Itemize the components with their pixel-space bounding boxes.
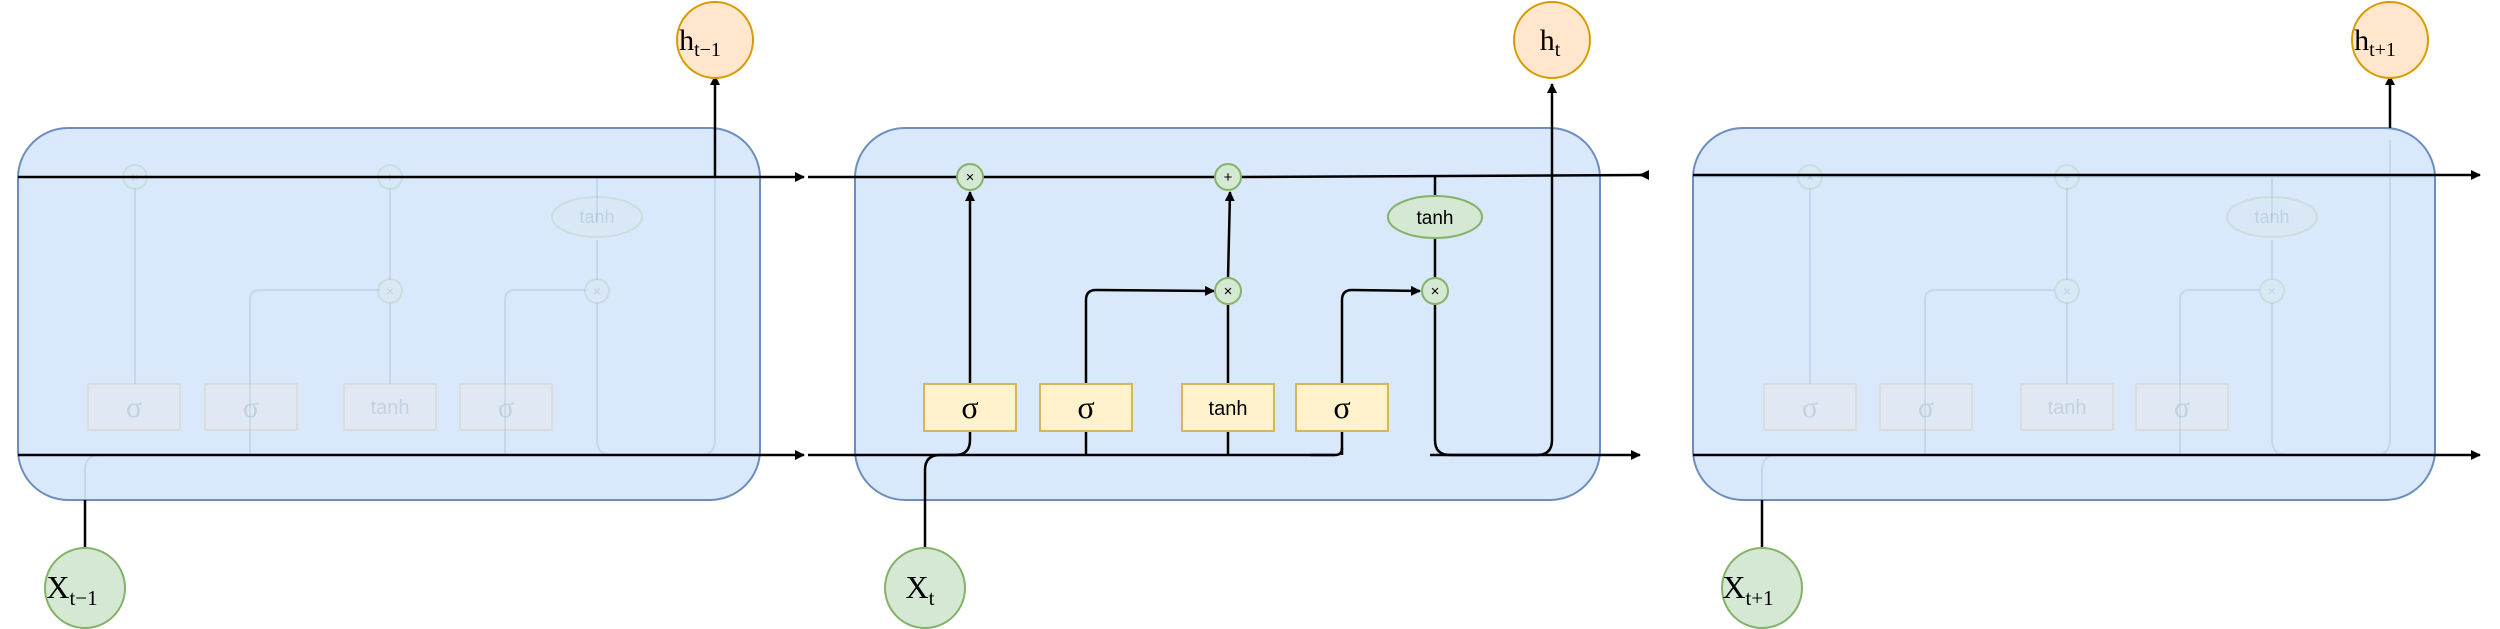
output-node-curr [1513, 1, 1591, 79]
multiply-to-add [1224, 191, 1235, 280]
op-tanh-label: tanh [1417, 208, 1454, 229]
gate-forget-next: σ [1802, 391, 1818, 424]
gate-input-box [1039, 383, 1133, 432]
output-node-next [2351, 1, 2429, 79]
gate-forget: σ [961, 389, 978, 425]
op-tanh-prev: tanh [579, 207, 614, 227]
input-node-curr [884, 547, 966, 629]
input-label-next: Xt+1 [1722, 569, 1773, 610]
gate-candidate-prev: tanh [371, 397, 410, 419]
cell-box [17, 127, 761, 501]
output-node-prev [676, 1, 754, 79]
output-label-curr: ht [1540, 24, 1561, 61]
gate-input-next: σ [1918, 391, 1934, 424]
tanh-node [1387, 195, 1483, 239]
multiply-forget-node [956, 163, 984, 191]
input-line-curr [923, 432, 972, 548]
gate-candidate-next: tanh [2048, 397, 2087, 419]
op-multiply-next-3: × [2268, 283, 2276, 299]
gate-output-prev: σ [498, 391, 514, 424]
op-multiply-prev-2: × [386, 283, 394, 299]
gate-forget-box [923, 383, 1017, 432]
gate-candidate: tanh [1209, 398, 1248, 420]
multiply-output-node [1421, 277, 1449, 305]
input-nodes: Xt−1 Xt Xt+1 [44, 547, 1803, 629]
add-node [1214, 163, 1242, 191]
op-tanh-next: tanh [2254, 207, 2289, 227]
input-node-prev [44, 547, 126, 629]
gate-forget-prev: σ [126, 391, 142, 424]
gate-output: σ [1333, 389, 1350, 425]
connections [18, 75, 2481, 548]
op-multiply-label: × [966, 169, 975, 186]
input-label-curr: Xt [906, 569, 935, 610]
output-label-next: ht+1 [2354, 24, 2396, 61]
multiply-input-node [1214, 277, 1242, 305]
input-to-multiply [1084, 285, 1215, 455]
op-multiply-next-1: × [1806, 169, 1814, 185]
op-add-label: + [1224, 169, 1233, 186]
output-nodes: ht−1 ht ht+1 [676, 1, 2429, 79]
op-multiply-output-label: × [1431, 283, 1440, 300]
output-label-prev: ht−1 [679, 24, 721, 61]
op-multiply-next-2: × [2063, 283, 2071, 299]
ht-path [1433, 83, 1557, 457]
input-node-next [1721, 547, 1803, 629]
center-ops: × + × × tanh [956, 163, 1483, 305]
gate-input-prev: σ [243, 391, 259, 424]
gate-candidate-box [1181, 383, 1275, 432]
output-to-multiply [1340, 285, 1421, 455]
gate-output-box [1295, 383, 1389, 432]
op-multiply-input-label: × [1224, 283, 1233, 300]
lstm-cell-next: × + × × tanh σ σ tanh σ [1692, 127, 2436, 501]
cell-box [1692, 127, 2436, 501]
lstm-cell-prev: × + × × tanh σ σ tanh σ [17, 127, 761, 501]
input-label-prev: Xt−1 [46, 569, 97, 610]
gate-input: σ [1077, 389, 1094, 425]
op-multiply-prev-3: × [593, 283, 601, 299]
center-gates: σ σ tanh σ [923, 383, 1389, 432]
op-add-next: + [2063, 169, 2071, 185]
gate-output-next: σ [2174, 391, 2190, 424]
